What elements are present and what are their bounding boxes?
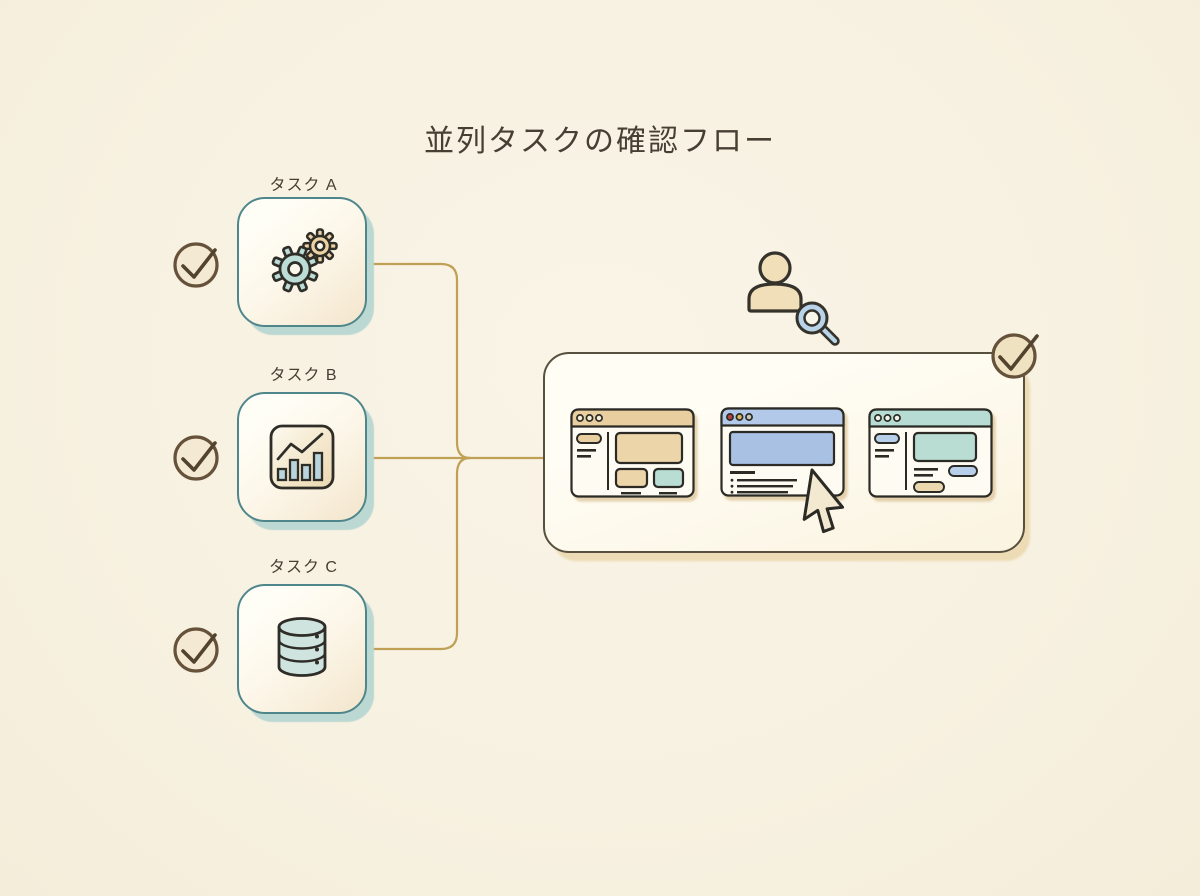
person-with-magnifier-icon (747, 251, 840, 346)
task-a-label: タスク A (269, 177, 338, 194)
task-a-box (237, 197, 367, 327)
task-c-box (237, 584, 367, 714)
task-a-check-icon (173, 242, 219, 288)
task-c-check-icon (173, 627, 219, 673)
connector-task-c (369, 456, 472, 651)
window-controls-icon (874, 414, 901, 422)
bar-chart-icon (269, 424, 335, 490)
database-icon (277, 617, 327, 677)
window-controls-icon (726, 413, 753, 421)
task-b-label: タスク B (269, 367, 338, 384)
browser-window-tan (570, 408, 695, 498)
task-b-box (237, 392, 367, 522)
window-controls-icon (576, 414, 603, 422)
browser-window-teal (868, 408, 993, 498)
review-panel (543, 352, 1025, 553)
browser-window-blue (720, 407, 845, 497)
diagram-title: 並列タスクの確認フロー (424, 125, 776, 158)
task-c-label: タスク C (268, 559, 338, 576)
task-b-check-icon (173, 435, 219, 481)
connector-task-a (369, 262, 472, 460)
gears-icon (271, 228, 338, 293)
